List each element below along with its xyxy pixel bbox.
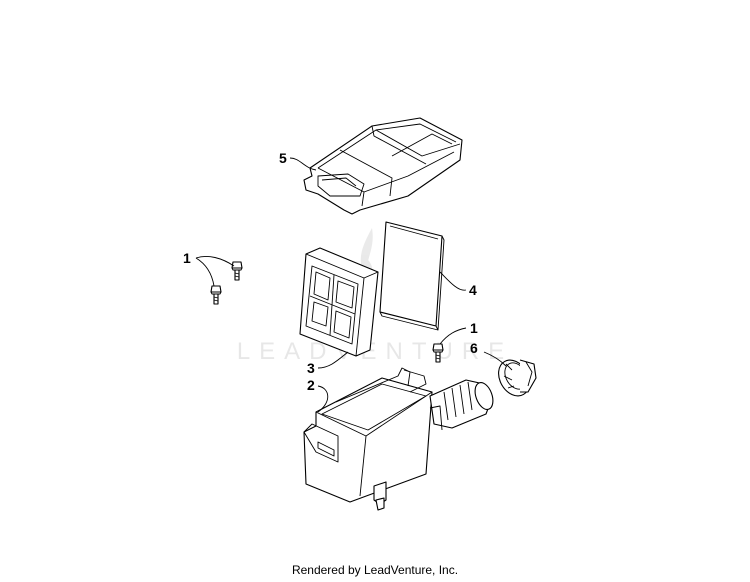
screw-upper[interactable]: [231, 261, 243, 281]
callout-6: 6: [470, 340, 478, 356]
airbox-cover[interactable]: [303, 117, 463, 215]
leader-lines: [195, 157, 507, 413]
screw-right[interactable]: [432, 343, 444, 363]
callout-1-upper: 1: [183, 250, 191, 266]
flat-filter-element[interactable]: [379, 221, 445, 331]
callout-labels: 5 1 4 1 6 3 2: [183, 150, 478, 393]
callout-5: 5: [279, 150, 287, 166]
screw-lower[interactable]: [210, 285, 222, 305]
foam-filter-frame[interactable]: [299, 247, 379, 357]
callout-1-right: 1: [470, 320, 478, 336]
callout-3: 3: [307, 360, 315, 376]
end-cap-plug[interactable]: [492, 355, 537, 402]
footer-credit: Rendered by LeadVenture, Inc.: [291, 563, 459, 577]
callout-4: 4: [469, 282, 477, 298]
airbox-housing[interactable]: [303, 367, 496, 511]
callout-2: 2: [307, 377, 315, 393]
